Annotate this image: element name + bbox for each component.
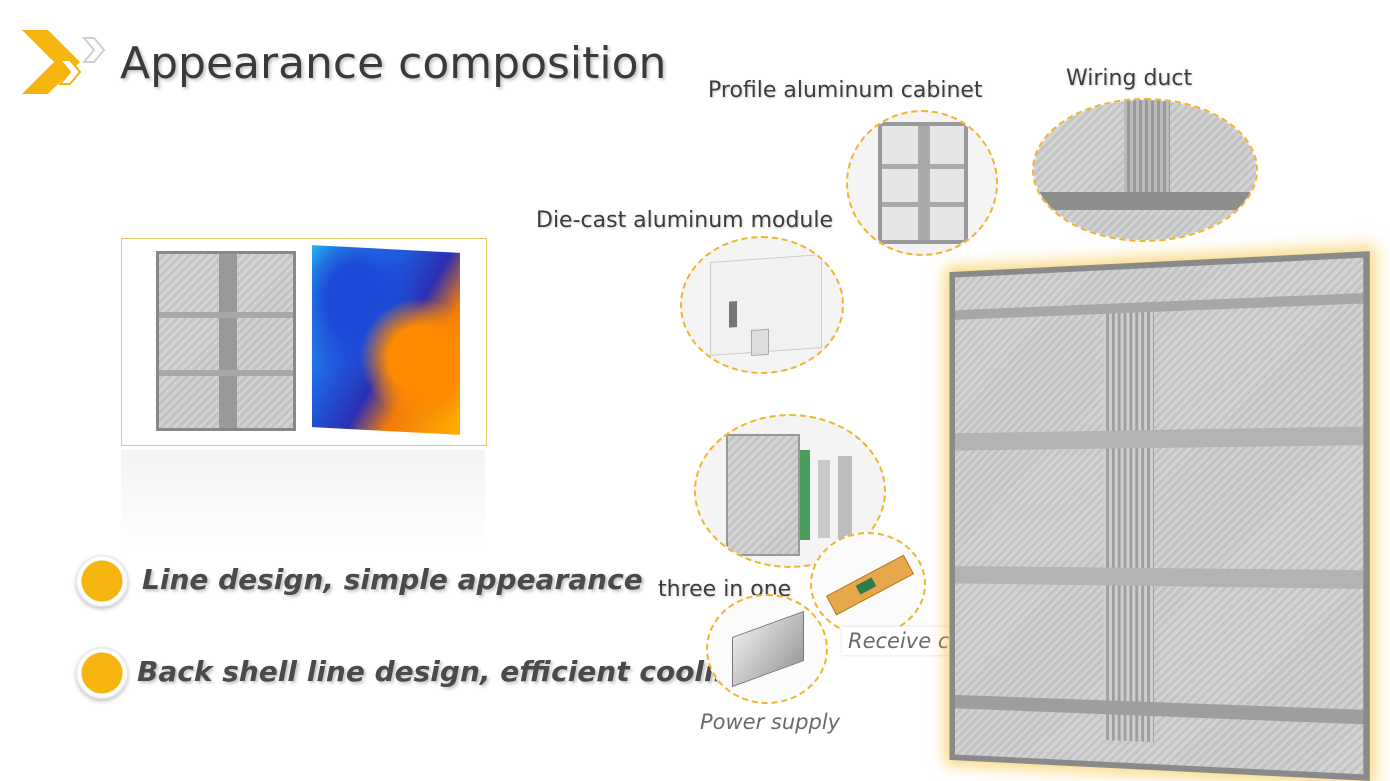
profile-cabinet-image	[846, 110, 998, 256]
yellow-dot-icon	[76, 647, 128, 699]
product-preview-box	[121, 238, 487, 446]
label-profile-cabinet: Profile aluminum cabinet	[708, 78, 983, 103]
cabinet-back-image	[156, 251, 296, 431]
label-wiring-duct: Wiring duct	[1066, 66, 1193, 91]
die-cast-module-image	[680, 236, 844, 374]
label-power-supply: Power supply	[700, 710, 841, 734]
wiring-duct-image	[1032, 98, 1258, 242]
three-in-one-image	[694, 414, 886, 568]
yellow-dot-icon	[76, 555, 128, 607]
power-supply-image	[706, 594, 828, 704]
chevron-logo-icon	[22, 30, 106, 94]
led-front-display-image	[312, 245, 460, 435]
product-reflection	[121, 450, 485, 550]
cabinet-back-large-image	[949, 251, 1370, 781]
page-title: Appearance composition	[120, 38, 667, 89]
feature-line-design: Line design, simple appearance	[142, 563, 643, 596]
label-die-cast-module: Die-cast aluminum module	[536, 208, 834, 233]
receive-card-image	[810, 532, 926, 636]
feature-back-shell: Back shell line design, efficient coolin…	[137, 655, 754, 688]
